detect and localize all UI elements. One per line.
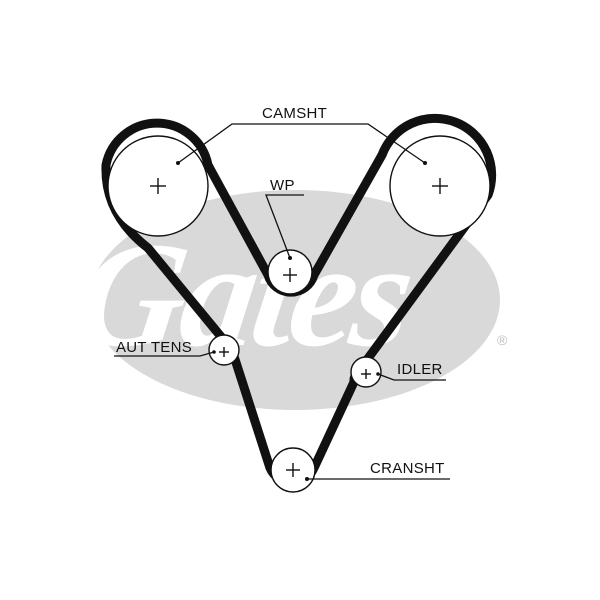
water-pump-label: WP bbox=[270, 177, 295, 194]
auto-tensioner-pulley bbox=[208, 334, 240, 366]
auto-tensioner-leader bbox=[114, 351, 215, 357]
camshaft-label: CAMSHT bbox=[262, 105, 327, 122]
camshaft-pulley-left bbox=[107, 135, 209, 237]
gates-watermark: Gates ® bbox=[67, 190, 508, 410]
idler-leader bbox=[377, 373, 446, 381]
watermark-ellipse bbox=[90, 190, 500, 410]
crankshaft-label: CRANSHT bbox=[370, 460, 445, 477]
leader-lines bbox=[114, 123, 450, 480]
camshaft-leader bbox=[177, 123, 426, 164]
camshaft-pulley-right bbox=[389, 135, 491, 237]
idler-pulley bbox=[350, 356, 382, 388]
crankshaft-pulley bbox=[270, 447, 316, 493]
water-pump-leader bbox=[265, 194, 304, 259]
watermark-registered-mark: ® bbox=[497, 332, 508, 348]
idler-label: IDLER bbox=[397, 361, 443, 378]
auto-tensioner-label: AUT TENS bbox=[116, 339, 192, 356]
